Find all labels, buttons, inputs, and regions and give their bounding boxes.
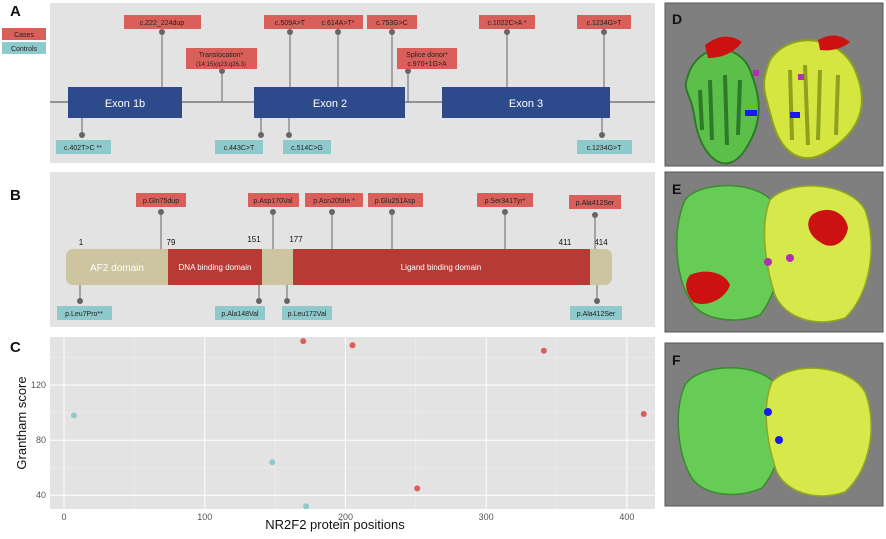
case-point [640, 411, 647, 418]
panel-letter-c: C [10, 339, 21, 356]
splice-donor-marker: Splice donor* c.970+1G>A [397, 48, 457, 102]
control-mutation-label: p.Leu172Val [288, 311, 327, 318]
translocation-label-1: Translocation* [199, 52, 244, 59]
control-variant-label: c.402T>C ** [64, 145, 102, 152]
panel-letter-b: B [10, 187, 21, 204]
control-mutation-label: p.Leu7Pro** [65, 311, 103, 318]
x-tick-label: 200 [338, 512, 353, 522]
case-variant-label: c.509A>T [275, 20, 306, 27]
case-point [540, 347, 547, 354]
case-mutation-label: p.Asn205Ile * [313, 198, 355, 205]
case-mutation-marker: p.Asp170Val [248, 193, 299, 249]
case-point [414, 485, 421, 492]
case-mutation-marker: p.Ser341Tyr* [477, 193, 533, 249]
position-label: 177 [289, 235, 303, 244]
af2-domain-label: AF2 domain [90, 263, 144, 274]
case-variant-label: c.1022C>A * [487, 20, 526, 27]
position-label: 411 [559, 238, 572, 247]
case-variant-marker: c.509A>T [264, 15, 316, 87]
exon-3-label: Exon 3 [509, 98, 543, 110]
control-mutation-label: p.Ala148Val [221, 311, 259, 318]
control-variant-label: c.1234G>T [587, 145, 623, 152]
ligand-binding-domain-box [293, 249, 590, 285]
grantham-scatter-chart: 0 100 200 300 400 40 80 120 NR2F2 protein posit… [14, 337, 655, 532]
control-variant-marker: c.402T>C ** [56, 118, 111, 154]
case-mutation-marker: p.Gln75dup [136, 193, 186, 249]
case-variant-marker: c.614A>T* [313, 15, 363, 87]
case-variant-label: c.753G>C [376, 20, 408, 27]
case-variant-marker: c.222_224dup [124, 15, 201, 87]
legend-cases-label: Cases [14, 32, 34, 39]
panel-letter-d: D [672, 11, 682, 27]
y-tick-label: 80 [36, 435, 46, 445]
control-variant-marker: c.514C>G [283, 118, 331, 154]
dna-binding-domain-label: DNA binding domain [179, 263, 252, 272]
control-variant-marker: c.443C>T [215, 118, 264, 154]
exon-3-box [442, 87, 610, 118]
case-point [300, 338, 307, 345]
control-mutation-marker: p.Leu172Val [282, 285, 332, 320]
chart-ylabel: Grantham score [14, 376, 29, 469]
legend-cases [2, 28, 46, 40]
x-tick-label: 100 [197, 512, 212, 522]
translocation-marker: Translocation* (14;15)(q23;q26.3) [186, 48, 257, 102]
case-variant-marker: c.753G>C [367, 15, 417, 87]
panel-e-surface-structure: E [664, 171, 884, 333]
y-tick-label: 120 [31, 380, 46, 390]
position-label: 151 [247, 235, 261, 244]
panel-letter-a: A [10, 3, 21, 20]
control-mutation-marker: p.Ala412Ser [570, 285, 622, 320]
case-variant-label: c.1234G>T [587, 20, 623, 27]
case-mutation-label: p.Asp170Val [253, 198, 293, 205]
exon-1b-label: Exon 1b [105, 98, 145, 110]
legend-controls-label: Controls [11, 46, 38, 53]
control-mutation-marker: p.Leu7Pro** [57, 285, 112, 320]
chart-plot-area [50, 337, 655, 509]
legend-controls [2, 42, 46, 54]
panel-a-gene-map: Exon 1b Exon 2 Exon 3 c.222_224dup c.509… [50, 3, 655, 163]
control-variant-marker: c.1234G>T [577, 118, 632, 154]
panel-letter-e: E [672, 181, 681, 197]
panel-f-surface-structure: F [664, 342, 884, 507]
panel-b-protein-map: AF2 domain DNA binding domain Ligand bin… [50, 172, 655, 327]
position-label: 1 [79, 238, 84, 247]
case-mutation-label: p.Gln75dup [143, 198, 179, 205]
x-tick-label: 300 [479, 512, 494, 522]
control-mutation-label: p.Ala412Ser [577, 311, 616, 318]
position-label: 414 [594, 238, 608, 247]
case-mutation-label: p.Ser341Tyr* [485, 198, 526, 205]
x-tick-label: 0 [62, 512, 67, 522]
control-point [269, 459, 276, 466]
case-mutation-marker: p.Asn205Ile * [305, 193, 363, 249]
exon-2-box [254, 87, 405, 118]
dna-binding-domain-box [168, 249, 262, 285]
case-variant-marker: c.1234G>T [577, 15, 631, 87]
case-point [349, 342, 356, 349]
exon-2-label: Exon 2 [313, 98, 347, 110]
splice-label-2: c.970+1G>A [407, 61, 447, 68]
case-variant-marker: c.1022C>A * [479, 15, 535, 87]
position-label: 79 [167, 238, 176, 247]
case-mutation-label: p.Glu251Asp [375, 198, 416, 205]
translocation-label-2: (14;15)(q23;q26.3) [196, 62, 246, 68]
ligand-binding-domain-label: Ligand binding domain [401, 263, 482, 272]
control-point [303, 503, 310, 510]
control-mutation-marker: p.Ala148Val [215, 285, 265, 320]
x-tick-label: 400 [619, 512, 634, 522]
chart-xlabel: NR2F2 protein positions [265, 517, 405, 532]
panel-d-ribbon-structure: D [664, 2, 884, 167]
case-mutation-label: p.Ala412Ser [576, 200, 615, 207]
case-variant-label: c.614A>T* [322, 20, 355, 27]
y-tick-label: 40 [36, 490, 46, 500]
panel-letter-f: F [672, 352, 681, 368]
case-variant-label: c.222_224dup [140, 20, 184, 27]
control-point [70, 412, 77, 419]
panel-a-background [50, 3, 655, 163]
control-variant-label: c.514C>G [291, 145, 323, 152]
control-variant-label: c.443C>T [224, 145, 255, 152]
case-mutation-marker: p.Glu251Asp [368, 193, 423, 249]
case-mutation-marker: p.Ala412Ser [569, 195, 621, 249]
exon-1b-box [68, 87, 182, 118]
splice-label-1: Splice donor* [406, 52, 448, 59]
